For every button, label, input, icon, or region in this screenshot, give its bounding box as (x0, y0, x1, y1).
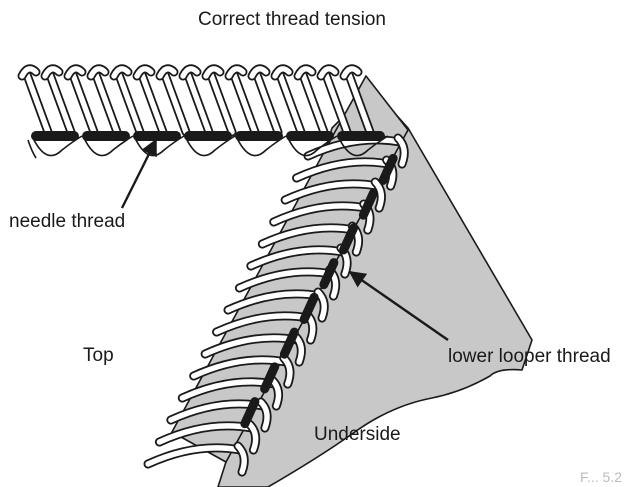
strip-loop (138, 69, 166, 135)
top-label: Top (83, 345, 114, 366)
looper-thread-arrow (348, 271, 449, 341)
edge-wrap (258, 399, 270, 431)
strip-loop-top (226, 66, 246, 79)
needle-thread-label: needle thread (9, 211, 126, 232)
edge-wrap (246, 421, 259, 453)
strip-loop (92, 69, 120, 135)
upper-looper-loop (236, 269, 335, 291)
upper-looper-loop (293, 159, 392, 181)
edge-wrap (269, 377, 282, 409)
strip-loop-top (295, 66, 315, 79)
strip-loop-top (272, 66, 292, 79)
edge-wrap (315, 289, 327, 321)
strip-loop-top (42, 66, 62, 79)
strip-loop (184, 69, 212, 135)
strip-loop-top (318, 66, 338, 79)
upper-looper-loop (213, 313, 312, 335)
upper-looper-loop (248, 247, 346, 269)
underside-fabric (217, 87, 533, 487)
lower-looper-thread-label: lower looper thread (448, 346, 611, 367)
upper-looper-loop (282, 181, 380, 203)
upper-looper-loop (145, 445, 243, 467)
strip-loop-top (65, 66, 85, 79)
strip-loop-top (157, 66, 177, 79)
strip-lower-loop (27, 139, 37, 159)
strip-loop (23, 69, 51, 135)
needle-thread-dash (279, 327, 299, 359)
strip-loop-top (180, 66, 200, 79)
strip-loop-top (19, 66, 39, 79)
strip-loop (253, 69, 281, 135)
strip-loop (230, 69, 258, 135)
diagonal-needle-thread (240, 153, 398, 429)
edge-wrap (372, 179, 385, 211)
strip-loop-top (341, 66, 361, 79)
edge-wrap (395, 135, 407, 167)
edge-wrap (235, 443, 247, 475)
upper-looper-thread (143, 133, 409, 477)
strip-loop-top (88, 66, 108, 79)
upper-looper-loop (305, 137, 403, 159)
strip-loop (299, 69, 327, 135)
needle-thread-dash (358, 188, 378, 220)
strip-loop-top (203, 66, 223, 79)
strip-loop (276, 69, 304, 135)
strip-loop-top (134, 66, 154, 79)
strip-loop (322, 69, 350, 135)
needle-thread-dash (299, 292, 319, 324)
needle-thread-arrow (120, 138, 158, 209)
upper-looper-loop (191, 357, 289, 379)
needle-thread-dash (260, 362, 280, 394)
diagram-title: Correct thread tension (198, 9, 386, 30)
strip-loop (161, 69, 189, 135)
needle-thread-dash (240, 397, 260, 429)
edge-wrap (281, 355, 293, 387)
strip-loop-top (111, 66, 131, 79)
needle-thread-dash (339, 223, 359, 255)
underside-label: Underside (314, 424, 401, 445)
needle-thread-dash (378, 153, 398, 185)
strip-loop (207, 69, 235, 135)
strip-loop (115, 69, 143, 135)
strip-loop (69, 69, 97, 135)
strip-loop (345, 69, 373, 135)
upper-looper-loop (259, 225, 357, 247)
needle-thread-dash (319, 258, 339, 290)
strip-loop-top (249, 66, 269, 79)
upper-looper-loop (271, 203, 369, 225)
figure-number: F... 5.2 (580, 469, 623, 485)
strip-loop (46, 69, 74, 135)
